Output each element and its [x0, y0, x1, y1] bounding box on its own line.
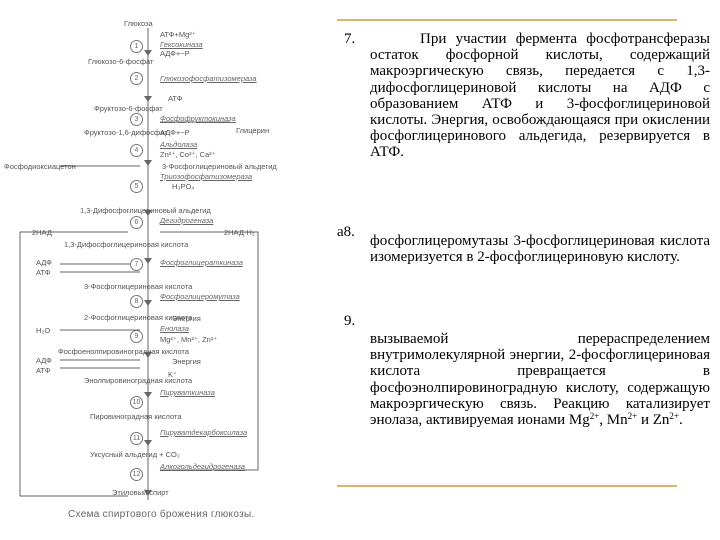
enzyme-label: Фосфоглицеромутаза: [160, 292, 240, 301]
step-circle: 9: [130, 330, 143, 343]
cofactor-label: АТФ: [36, 366, 51, 375]
step-circle: 11: [130, 432, 143, 445]
metabolite: Фруктозо-6-фосфат: [94, 104, 163, 113]
metabolite: Глюкозо-6-фосфат: [88, 57, 154, 66]
arrowhead: [144, 352, 152, 358]
cofactor-label: 2НАД: [32, 228, 52, 237]
arrowhead: [144, 96, 152, 102]
arrowhead: [144, 490, 152, 496]
enzyme-label: Фосфоглицераткиназа: [160, 258, 243, 267]
overlap-glyph: а: [337, 224, 344, 240]
cofactor-label: АТФ: [36, 268, 51, 277]
enzyme-label: Пируватдекарбоксилаза: [160, 428, 248, 437]
top-rule: [337, 19, 677, 21]
metabolite: 1,3-Дифосфоглицериновая кислота: [64, 240, 189, 249]
item-text-part: и Zn: [637, 412, 670, 429]
cofactor-label: АДФ: [36, 258, 52, 267]
enzyme-label: Алкогольдегидрогеназа: [160, 462, 245, 471]
item-text-part: , Mn: [599, 412, 628, 429]
item-text-part: .: [679, 412, 683, 429]
metabolite: Фруктозо-1,6-дифосфат: [84, 128, 168, 137]
cofactor-label: Энергия: [172, 357, 201, 366]
superscript: 2+: [627, 411, 638, 422]
enzyme-label: Пируваткиназа: [160, 388, 215, 397]
enzyme-label: Глюкозофосфатизомераза: [160, 74, 257, 83]
step-circle: 12: [130, 468, 143, 481]
cofactor-label: Глицерин: [236, 126, 270, 135]
enzyme-label: Альдолаза: [160, 140, 198, 149]
metabolite: 3-Фосфоглицериновый альдегид: [162, 162, 277, 171]
enzyme-label: Енолаза: [160, 324, 189, 333]
fermentation-scheme: Глюкоза Глюкозо-6-фосфат Фруктозо-6-фосф…: [0, 0, 330, 540]
nad-h2-loop-line: [160, 231, 259, 471]
item-text: При участии фермента фосфотрансферазы ос…: [370, 31, 710, 161]
step-circle: 8: [130, 295, 143, 308]
cofactor-label: АТФ+Mg²⁺: [160, 30, 196, 39]
step-circle: 2: [130, 72, 143, 85]
metabolite: Этиловый спирт: [112, 488, 169, 497]
cofactor-label: Энергия: [172, 314, 201, 323]
item-text-main: вызываемой перераспределением внутримоле…: [370, 331, 710, 429]
item-number: 7.: [344, 31, 356, 47]
item-number-text: 8.: [343, 224, 355, 240]
metabolite: Уксусный альдегид + CO₂: [90, 450, 180, 459]
superscript: 2+: [669, 411, 679, 422]
arrowhead: [144, 210, 152, 216]
item-number: 9.: [344, 313, 356, 329]
arrowhead: [144, 50, 152, 56]
cofactor-label: АДФ: [36, 356, 52, 365]
enzyme-label: Фосфофруктокиназа: [160, 114, 236, 123]
cofactor-label: K⁺: [168, 370, 177, 379]
metabolite: 1,3-Дифосфоглицериновый альдегид: [80, 206, 211, 215]
enzyme-label: Дегидрогеназа: [160, 216, 214, 225]
step-circle: 5: [130, 180, 143, 193]
item-text: фосфоглицеромутазы 3-фосфоглицериновая к…: [370, 233, 710, 266]
cofactor-label: АТФ: [168, 94, 183, 103]
cofactor-label: Mg²⁺, Mn²⁺, Zn²⁺: [160, 335, 218, 344]
metabolite: Фосфодиоксиацетон: [4, 162, 76, 171]
arrowhead: [144, 440, 152, 446]
cofactor-label: АДФ+~Р: [160, 128, 190, 137]
cofactor-label: 2НАД·H₂: [224, 228, 255, 237]
cofactor-label: АДФ+~Р: [160, 49, 190, 58]
metabolite: Пировиноградная кислота: [90, 412, 182, 421]
metabolite: Энолпировиноградная кислота: [84, 376, 193, 385]
item-number: а8.: [337, 224, 355, 240]
arrowhead: [144, 300, 152, 306]
arrowhead: [144, 392, 152, 398]
enzyme-label: Гексокиназа: [160, 40, 203, 49]
step-circle: 1: [130, 40, 143, 53]
arrowhead: [144, 258, 152, 264]
scheme-caption: Схема спиртового брожения глюкозы.: [68, 509, 255, 520]
metabolite: Фосфоенолпировиноградная кислота: [58, 347, 189, 356]
arrowhead: [144, 160, 152, 166]
metabolite: Глюкоза: [124, 19, 153, 28]
metabolite: 2-Фосфоглицериновая кислота: [84, 313, 193, 322]
step-circle: 3: [130, 113, 143, 126]
step-circle: 6: [130, 216, 143, 229]
item-text: вызываемой перераспределением внутримоле…: [370, 331, 710, 428]
cofactor-label: H₂O: [36, 326, 51, 335]
enzyme-label: Триозофосфатизомераза: [160, 172, 253, 181]
bottom-rule: [337, 485, 677, 487]
step-circle: 10: [130, 396, 143, 409]
superscript: 2+: [589, 411, 600, 422]
step-circle: 4: [130, 144, 143, 157]
cofactor-label: H₃PO₄: [172, 182, 195, 191]
cofactor-label: Zn²⁺, Co²⁺, Ca²⁺: [160, 150, 216, 159]
step-circle: 7: [130, 258, 143, 271]
scheme-lines: [19, 28, 259, 500]
nad-loop-line: [19, 231, 128, 497]
metabolite: 3-Фосфоглицериновая кислота: [84, 282, 193, 291]
